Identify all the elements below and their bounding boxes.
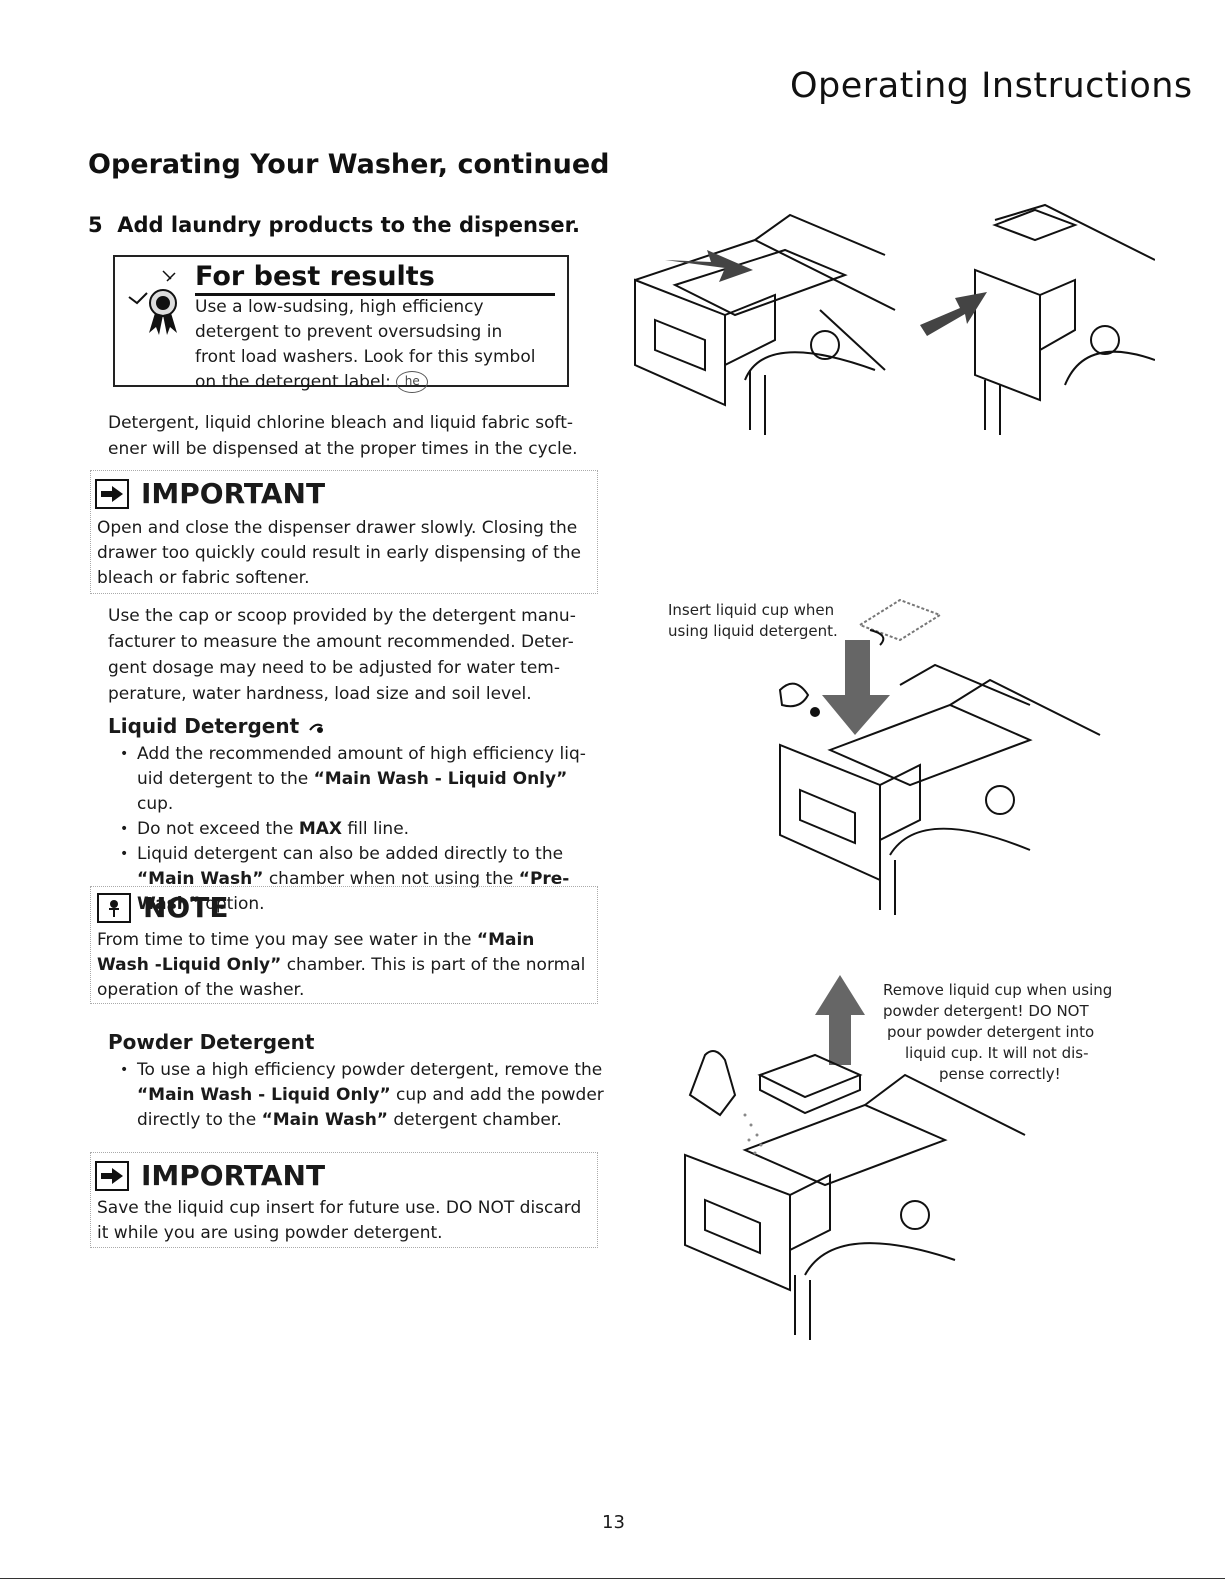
remove-caption: Remove liquid cup when using powder dete…	[883, 980, 1133, 1085]
bullet-text: directly to the	[137, 1110, 262, 1130]
he-symbol-icon: he	[396, 371, 429, 393]
bullet-text: Do not exceed the	[137, 819, 299, 839]
powder-detergent-heading: Powder Detergent	[108, 1030, 315, 1054]
note-line-bold: “Main	[476, 930, 535, 950]
arrow-box-icon	[95, 1160, 129, 1191]
caption-line: pense correctly!	[939, 1065, 1061, 1083]
bullet-bold: “Pre-	[518, 869, 570, 889]
important-line: drawer too quickly could result in early…	[97, 543, 582, 563]
bullet-text: Add the recommended amount of high effic…	[137, 744, 586, 764]
intro-paragraph: Detergent, liquid chlorine bleach and li…	[108, 410, 588, 462]
bullet-bold: MAX	[298, 819, 343, 839]
bullet-text: detergent chamber.	[387, 1110, 562, 1130]
step-heading: 5 Add laundry products to the dispenser.	[88, 213, 580, 237]
measure-line: Use the cap or scoop provided by the det…	[108, 606, 576, 626]
note-line-text: chamber. This is part of the normal	[281, 955, 586, 975]
bottom-rule	[0, 1578, 1225, 1579]
drawer-open-close-illustration	[634, 203, 1155, 435]
caption-line: powder detergent! DO NOT	[883, 1002, 1089, 1020]
step-text: Add laundry products to the dispenser.	[117, 213, 580, 237]
bullet-bold: “Main Wash”	[137, 869, 264, 889]
bullet-bold: “Main Wash”	[261, 1110, 388, 1130]
note-line: From time to time you may see water in t…	[97, 928, 591, 953]
note-line: operation of the washer.	[97, 980, 305, 1000]
section-title: Operating Instructions	[790, 66, 1193, 106]
list-item: To use a high efficiency powder detergen…	[112, 1058, 612, 1133]
best-results-frame: For best results Use a low-sudsing, high…	[113, 255, 569, 393]
best-results-text: Use a low-sudsing, high efficiency deter…	[195, 295, 565, 395]
measure-line: gent dosage may need to be adjusted for …	[108, 658, 560, 678]
important-text: Open and close the dispenser drawer slow…	[91, 514, 597, 593]
insert-liquid-cup-illustration	[778, 598, 1101, 915]
note-heading: NOTE	[143, 891, 229, 924]
bullet-text: cup.	[137, 794, 174, 814]
note-line-bold: Wash -Liquid Only”	[97, 955, 282, 975]
best-results-title: For best results	[195, 261, 555, 296]
measure-paragraph: Use the cap or scoop provided by the det…	[108, 603, 598, 707]
important-callout-2: IMPORTANT Save the liquid cup insert for…	[90, 1152, 598, 1248]
best-results-line: detergent to prevent oversudsing in	[195, 322, 503, 342]
important-text: Save the liquid cup insert for future us…	[91, 1194, 597, 1248]
award-ribbon-icon	[128, 270, 177, 335]
important-line: Save the liquid cup insert for future us…	[97, 1198, 582, 1218]
bullet-text: To use a high efficiency powder detergen…	[137, 1060, 603, 1080]
he-drop-icon	[309, 723, 324, 733]
measure-line: perature, water hardness, load size and …	[108, 684, 532, 704]
important-line: Open and close the dispenser drawer slow…	[97, 518, 578, 538]
bullet-bold: Wash”	[137, 894, 201, 914]
page-heading: Operating Your Washer, continued	[88, 149, 610, 180]
best-results-line: on the detergent label: he	[195, 370, 565, 395]
intro-line: Detergent, liquid chlorine bleach and li…	[108, 413, 574, 433]
bullet-bold: “Main Wash - Liquid Only”	[137, 1085, 391, 1105]
best-results-line-text: on the detergent label:	[195, 372, 391, 392]
note-callout: NOTE From time to time you may see water…	[90, 886, 598, 1004]
bullet-text: uid detergent to the	[137, 769, 314, 789]
caption-line: Remove liquid cup when using	[883, 981, 1113, 999]
important-heading: IMPORTANT	[141, 1159, 326, 1192]
bullet-text: option.	[200, 894, 265, 914]
important-heading: IMPORTANT	[141, 477, 326, 510]
powder-detergent-list: To use a high efficiency powder detergen…	[112, 1058, 612, 1133]
bullet-text: chamber when not using the	[263, 869, 519, 889]
insert-caption: Insert liquid cup when using liquid dete…	[668, 600, 838, 642]
page-number: 13	[602, 1512, 625, 1533]
measure-line: facturer to measure the amount recommend…	[108, 632, 574, 652]
important-callout-1: IMPORTANT Open and close the dispenser d…	[90, 470, 598, 594]
note-text: From time to time you may see water in t…	[91, 926, 597, 1005]
step-number: 5	[88, 213, 103, 237]
best-results-line: Use a low-sudsing, high efficiency	[195, 297, 484, 317]
note-line: Wash -Liquid Only” chamber. This is part…	[97, 953, 591, 978]
pushpin-note-icon	[97, 892, 131, 923]
list-item: Liquid detergent can also be added direc…	[112, 842, 602, 917]
liquid-detergent-list: Add the recommended amount of high effic…	[112, 742, 602, 917]
best-results-line: front load washers. Look for this symbol	[195, 347, 536, 367]
caption-line: Insert liquid cup when	[668, 601, 835, 619]
bullet-bold: “Main Wash - Liquid Only”	[313, 769, 568, 789]
caption-line: pour powder detergent into	[887, 1023, 1095, 1041]
remove-liquid-cup-illustration	[684, 975, 1026, 1340]
list-item: Do not exceed the MAX fill line.	[112, 817, 602, 842]
caption-line: liquid cup. It will not dis-	[905, 1044, 1089, 1062]
bullet-text: cup and add the powder	[390, 1085, 604, 1105]
caption-line: using liquid detergent.	[668, 622, 838, 640]
bullet-text: fill line.	[342, 819, 410, 839]
intro-line: ener will be dispensed at the proper tim…	[108, 439, 578, 459]
liquid-detergent-heading: Liquid Detergent	[108, 714, 326, 738]
liquid-detergent-title: Liquid Detergent	[108, 714, 300, 738]
important-line: it while you are using powder detergent.	[97, 1223, 443, 1243]
bullet-text: Liquid detergent can also be added direc…	[137, 844, 564, 864]
note-line-text: From time to time you may see water in t…	[97, 930, 477, 950]
list-item: Add the recommended amount of high effic…	[112, 742, 602, 817]
arrow-box-icon	[95, 478, 129, 509]
important-line: bleach or fabric softener.	[97, 568, 310, 588]
